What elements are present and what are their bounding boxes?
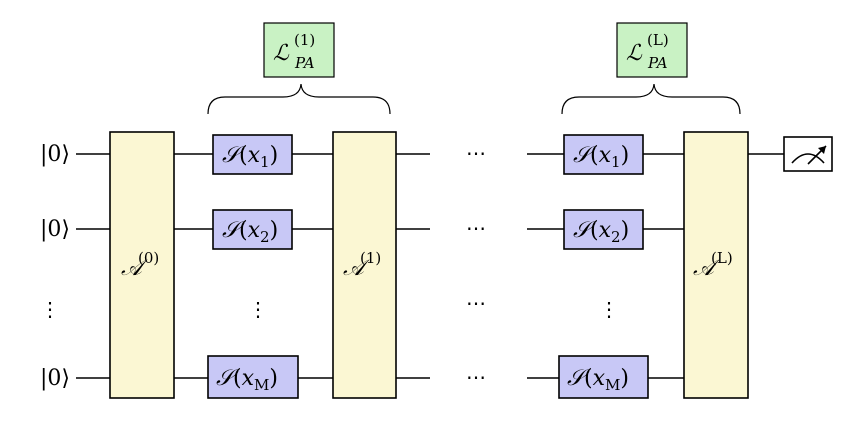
ket-0-rowM: |0⟩: [40, 366, 70, 391]
gate-x-sub: 1: [611, 153, 621, 171]
last-layer-vdots: ⋮: [599, 297, 619, 321]
first-layer-vdots: ⋮: [248, 297, 268, 321]
gate-s-x1-first: [212, 134, 293, 175]
layer-label-first-sub: PA: [294, 54, 315, 72]
layer-label-first-base: ℒ: [273, 41, 290, 66]
gate-x-var: x: [593, 366, 606, 391]
block-aL-sup: (L): [711, 249, 733, 267]
gate-paren-open: (: [239, 218, 248, 243]
layer-label-first-box: [263, 22, 335, 78]
hdots-rowM: ⋯: [466, 365, 486, 389]
gate-s-xm-last: [558, 355, 649, 399]
block-a1: 𝒜 (1): [332, 131, 397, 399]
hdots-row1: ⋯: [466, 141, 486, 165]
gate-paren-close: ): [621, 218, 630, 243]
gate-s-x1-first-label: 𝒮(x1): [222, 143, 278, 171]
meter-arc-icon: [791, 153, 825, 164]
gate-x-sub: 1: [260, 153, 270, 171]
gate-x-sub: 2: [611, 228, 621, 246]
gate-paren-close: ): [270, 218, 279, 243]
gate-s-x1-last-label: 𝒮(x1): [573, 143, 629, 171]
first-layer-gates: 𝒮(x1) 𝒮(x2) ⋮ 𝒮(xM): [207, 134, 299, 399]
ket-0-row2: |0⟩: [40, 217, 70, 242]
gate-x-sub: M: [254, 376, 269, 394]
brace-last-layer: [561, 83, 741, 115]
layer-label-first: ℒ (1) PA: [263, 22, 335, 78]
gate-s-xm-last-label: 𝒮(xM): [567, 366, 629, 394]
gate-x-sub: 2: [260, 228, 270, 246]
layer-braces: [207, 83, 741, 115]
gate-x-sub: M: [605, 376, 620, 394]
layer-label-last-base: ℒ: [626, 41, 643, 66]
gate-x-var: x: [599, 218, 612, 243]
input-labels: |0⟩ |0⟩ ⋮ |0⟩: [40, 142, 70, 391]
gate-s-xm-first-label: 𝒮(xM): [216, 366, 278, 394]
meter-arrowhead-icon: [818, 146, 826, 154]
gate-paren-open: (: [584, 366, 593, 391]
block-aL: 𝒜 (L): [683, 131, 749, 399]
block-a0: 𝒜 (0): [109, 131, 175, 399]
gate-s-x1-last: [563, 134, 644, 175]
ket-0-row1: |0⟩: [40, 142, 70, 167]
gate-s-x2-last-label: 𝒮(x2): [573, 218, 629, 246]
layer-label-last: ℒ (L) PA: [616, 22, 688, 78]
gate-x-var: x: [599, 143, 612, 168]
gate-x-var: x: [248, 218, 261, 243]
gate-s-x2-last: [563, 209, 644, 250]
block-a1-rect: [332, 131, 397, 399]
block-a0-rect: [109, 131, 175, 399]
gate-x-var: x: [242, 366, 255, 391]
gate-paren-close: ): [621, 143, 630, 168]
gate-paren-close: ): [620, 366, 629, 391]
input-vdots: ⋮: [40, 297, 60, 321]
hdots-row2: ⋯: [466, 216, 486, 240]
brace-first-layer: [207, 83, 391, 115]
gate-paren-open: (: [590, 143, 599, 168]
middle-ellipses: ⋯ ⋯ ⋯ ⋯: [466, 141, 486, 389]
measurement-meter: [783, 136, 833, 172]
gate-s-xm-first: [207, 355, 299, 399]
block-a0-sup: (0): [138, 249, 159, 267]
block-a1-sup: (1): [360, 249, 381, 267]
last-layer-gates: 𝒮(x1) 𝒮(x2) ⋮ 𝒮(xM): [558, 134, 649, 399]
gate-s-x2-first: [212, 209, 293, 250]
gate-paren-open: (: [233, 366, 242, 391]
layer-label-last-box: [616, 22, 688, 78]
layer-label-last-sub: PA: [647, 54, 668, 72]
wires: [76, 153, 784, 379]
layer-label-last-sup: (L): [647, 31, 669, 49]
block-aL-rect: [683, 131, 749, 399]
hdots-row3: ⋯: [466, 291, 486, 315]
gate-paren-close: ): [269, 366, 278, 391]
gate-paren-close: ): [270, 143, 279, 168]
gate-s-x2-first-label: 𝒮(x2): [222, 218, 278, 246]
gate-x-var: x: [248, 143, 261, 168]
gate-paren-open: (: [590, 218, 599, 243]
gate-paren-open: (: [239, 143, 248, 168]
layer-label-first-sup: (1): [294, 31, 315, 49]
